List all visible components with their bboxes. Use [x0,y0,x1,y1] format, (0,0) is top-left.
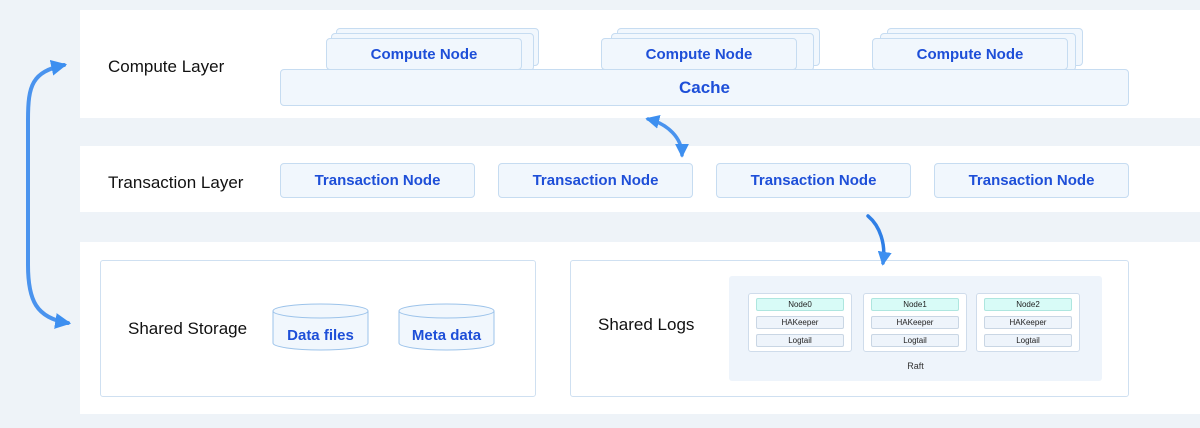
data-files-cylinder: Data files [272,303,369,351]
database-icon [398,303,495,351]
transaction-node-4: Transaction Node [934,163,1129,198]
raft-node-group-2: Node2 HAKeeper Logtail [976,293,1080,352]
transaction-node-1: Transaction Node [280,163,475,198]
raft-logtail: Logtail [984,334,1072,347]
transaction-node-3: Transaction Node [716,163,911,198]
shared-logs-label: Shared Logs [598,315,695,334]
data-files-label: Data files [287,327,354,344]
compute-storage-link-arrow [26,59,72,329]
transaction-layer-label: Transaction Layer [108,173,244,192]
meta-data-cylinder: Meta data [398,303,495,351]
transaction-logs-arrow [866,214,892,266]
raft-node-name: Node0 [756,298,844,311]
raft-node-group-1: Node1 HAKeeper Logtail [863,293,967,352]
raft-logtail: Logtail [756,334,844,347]
cache-box: Cache [280,69,1129,106]
compute-node-3: Compute Node [872,38,1068,70]
cache-transaction-link-arrow [645,114,689,158]
meta-data-label: Meta data [411,327,482,344]
raft-logtail: Logtail [871,334,959,347]
raft-label: Raft [907,361,924,371]
compute-layer-label: Compute Layer [108,57,225,76]
raft-node-group-0: Node0 HAKeeper Logtail [748,293,852,352]
raft-hakeeper: HAKeeper [984,316,1072,329]
shared-storage-label: Shared Storage [128,319,248,338]
raft-hakeeper: HAKeeper [756,316,844,329]
transaction-node-2: Transaction Node [498,163,693,198]
database-icon [272,303,369,351]
raft-node-name: Node1 [871,298,959,311]
raft-hakeeper: HAKeeper [871,316,959,329]
raft-node-name: Node2 [984,298,1072,311]
